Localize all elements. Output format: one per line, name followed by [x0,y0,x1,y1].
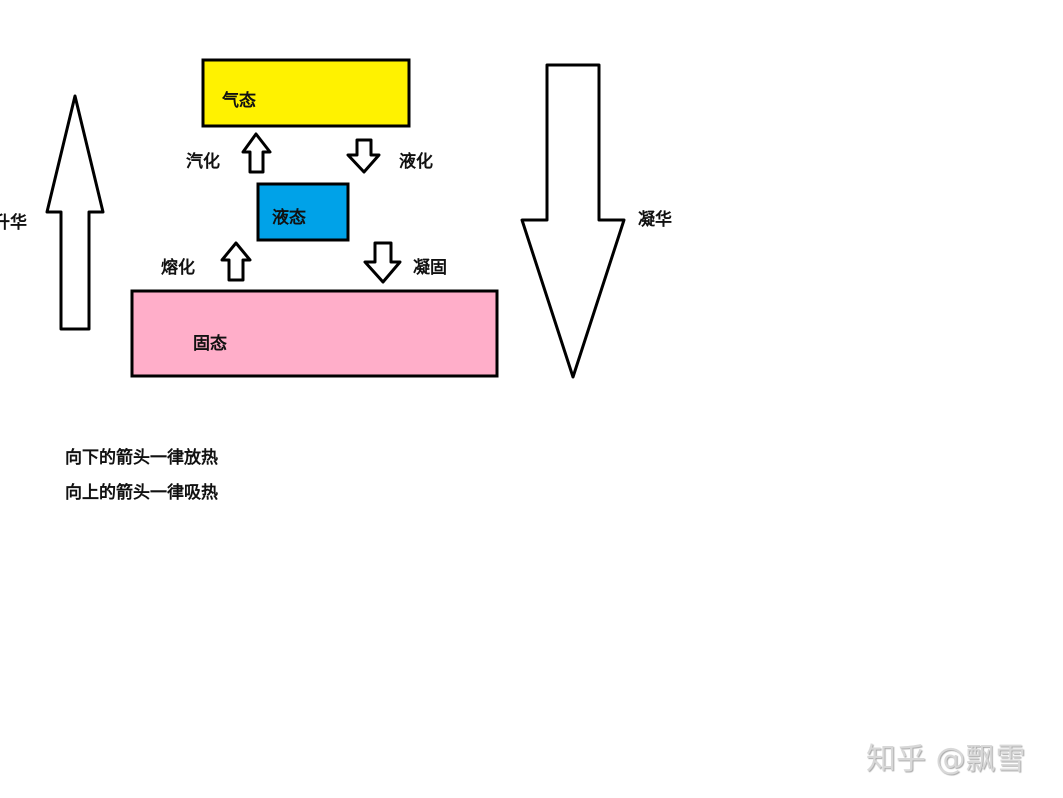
liquid-state-label: 液态 [272,208,306,228]
liquefaction-arrow-icon [346,138,381,174]
liquefaction-label: 液化 [399,152,433,172]
sublimation-label: 升华 [0,213,27,233]
vaporization-label: 汽化 [186,152,220,172]
melting-arrow-icon [220,241,252,282]
solidification-arrow-icon [363,241,402,284]
note-endothermic: 向上的箭头一律吸热 [65,483,218,503]
vaporization-arrow-icon [241,132,272,174]
melting-label: 熔化 [161,258,195,278]
solidification-label: 凝固 [413,258,447,278]
note-exothermic: 向下的箭头一律放热 [65,448,218,468]
gas-state-label: 气态 [222,91,256,111]
sublimation-arrow-icon [45,94,105,331]
solid-state-label: 固态 [193,334,227,354]
liquid-state-box [256,182,350,242]
watermark: 知乎 @飘雪 [866,742,1026,777]
solid-state-box [130,289,499,378]
gas-state-box [201,58,411,128]
deposition-label: 凝华 [638,210,672,230]
deposition-arrow-icon [520,63,626,379]
